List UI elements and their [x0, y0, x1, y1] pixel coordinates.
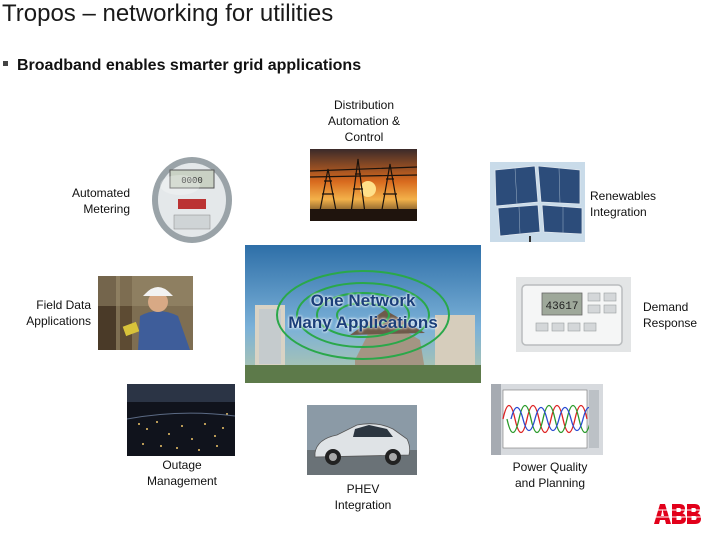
label-phev: PHEV Integration	[334, 482, 392, 512]
abb-logo-graphic	[652, 504, 704, 524]
thermostat-display: 43617	[545, 301, 578, 313]
abb-logo	[652, 502, 704, 531]
label-metering: Automated Metering	[71, 186, 130, 216]
distribution-image	[310, 149, 417, 221]
phev-image	[307, 405, 417, 475]
renewables-image	[490, 162, 585, 242]
label-power-quality: Power Quality and Planning	[512, 460, 588, 490]
label-distribution: Distribution Automation & Control	[327, 98, 401, 144]
metering-image: 0000	[140, 155, 245, 245]
center-network-image	[245, 245, 481, 383]
slide-title: Tropos – networking for utilities	[2, 0, 334, 27]
svg-text:0000: 0000	[181, 176, 203, 186]
outage-image	[127, 384, 235, 456]
center-line1: One Network	[310, 291, 416, 310]
center-line2: Many Applications	[288, 313, 438, 332]
label-field-data: Field Data Applications	[26, 298, 91, 328]
label-outage: Outage Management	[146, 458, 218, 488]
demand-image: 43617	[516, 277, 631, 352]
field-data-image	[98, 276, 193, 350]
label-demand: Demand Response	[643, 300, 698, 330]
label-renewables: Renewables Integration	[590, 189, 657, 219]
power-quality-image	[491, 384, 603, 455]
bullet-marker	[3, 61, 8, 67]
bullet-text: Broadband enables smarter grid applicati…	[17, 57, 362, 74]
center-slogan: One Network Many Applications	[245, 290, 481, 334]
bullet-point: Broadband enables smarter grid applicati…	[3, 57, 361, 75]
